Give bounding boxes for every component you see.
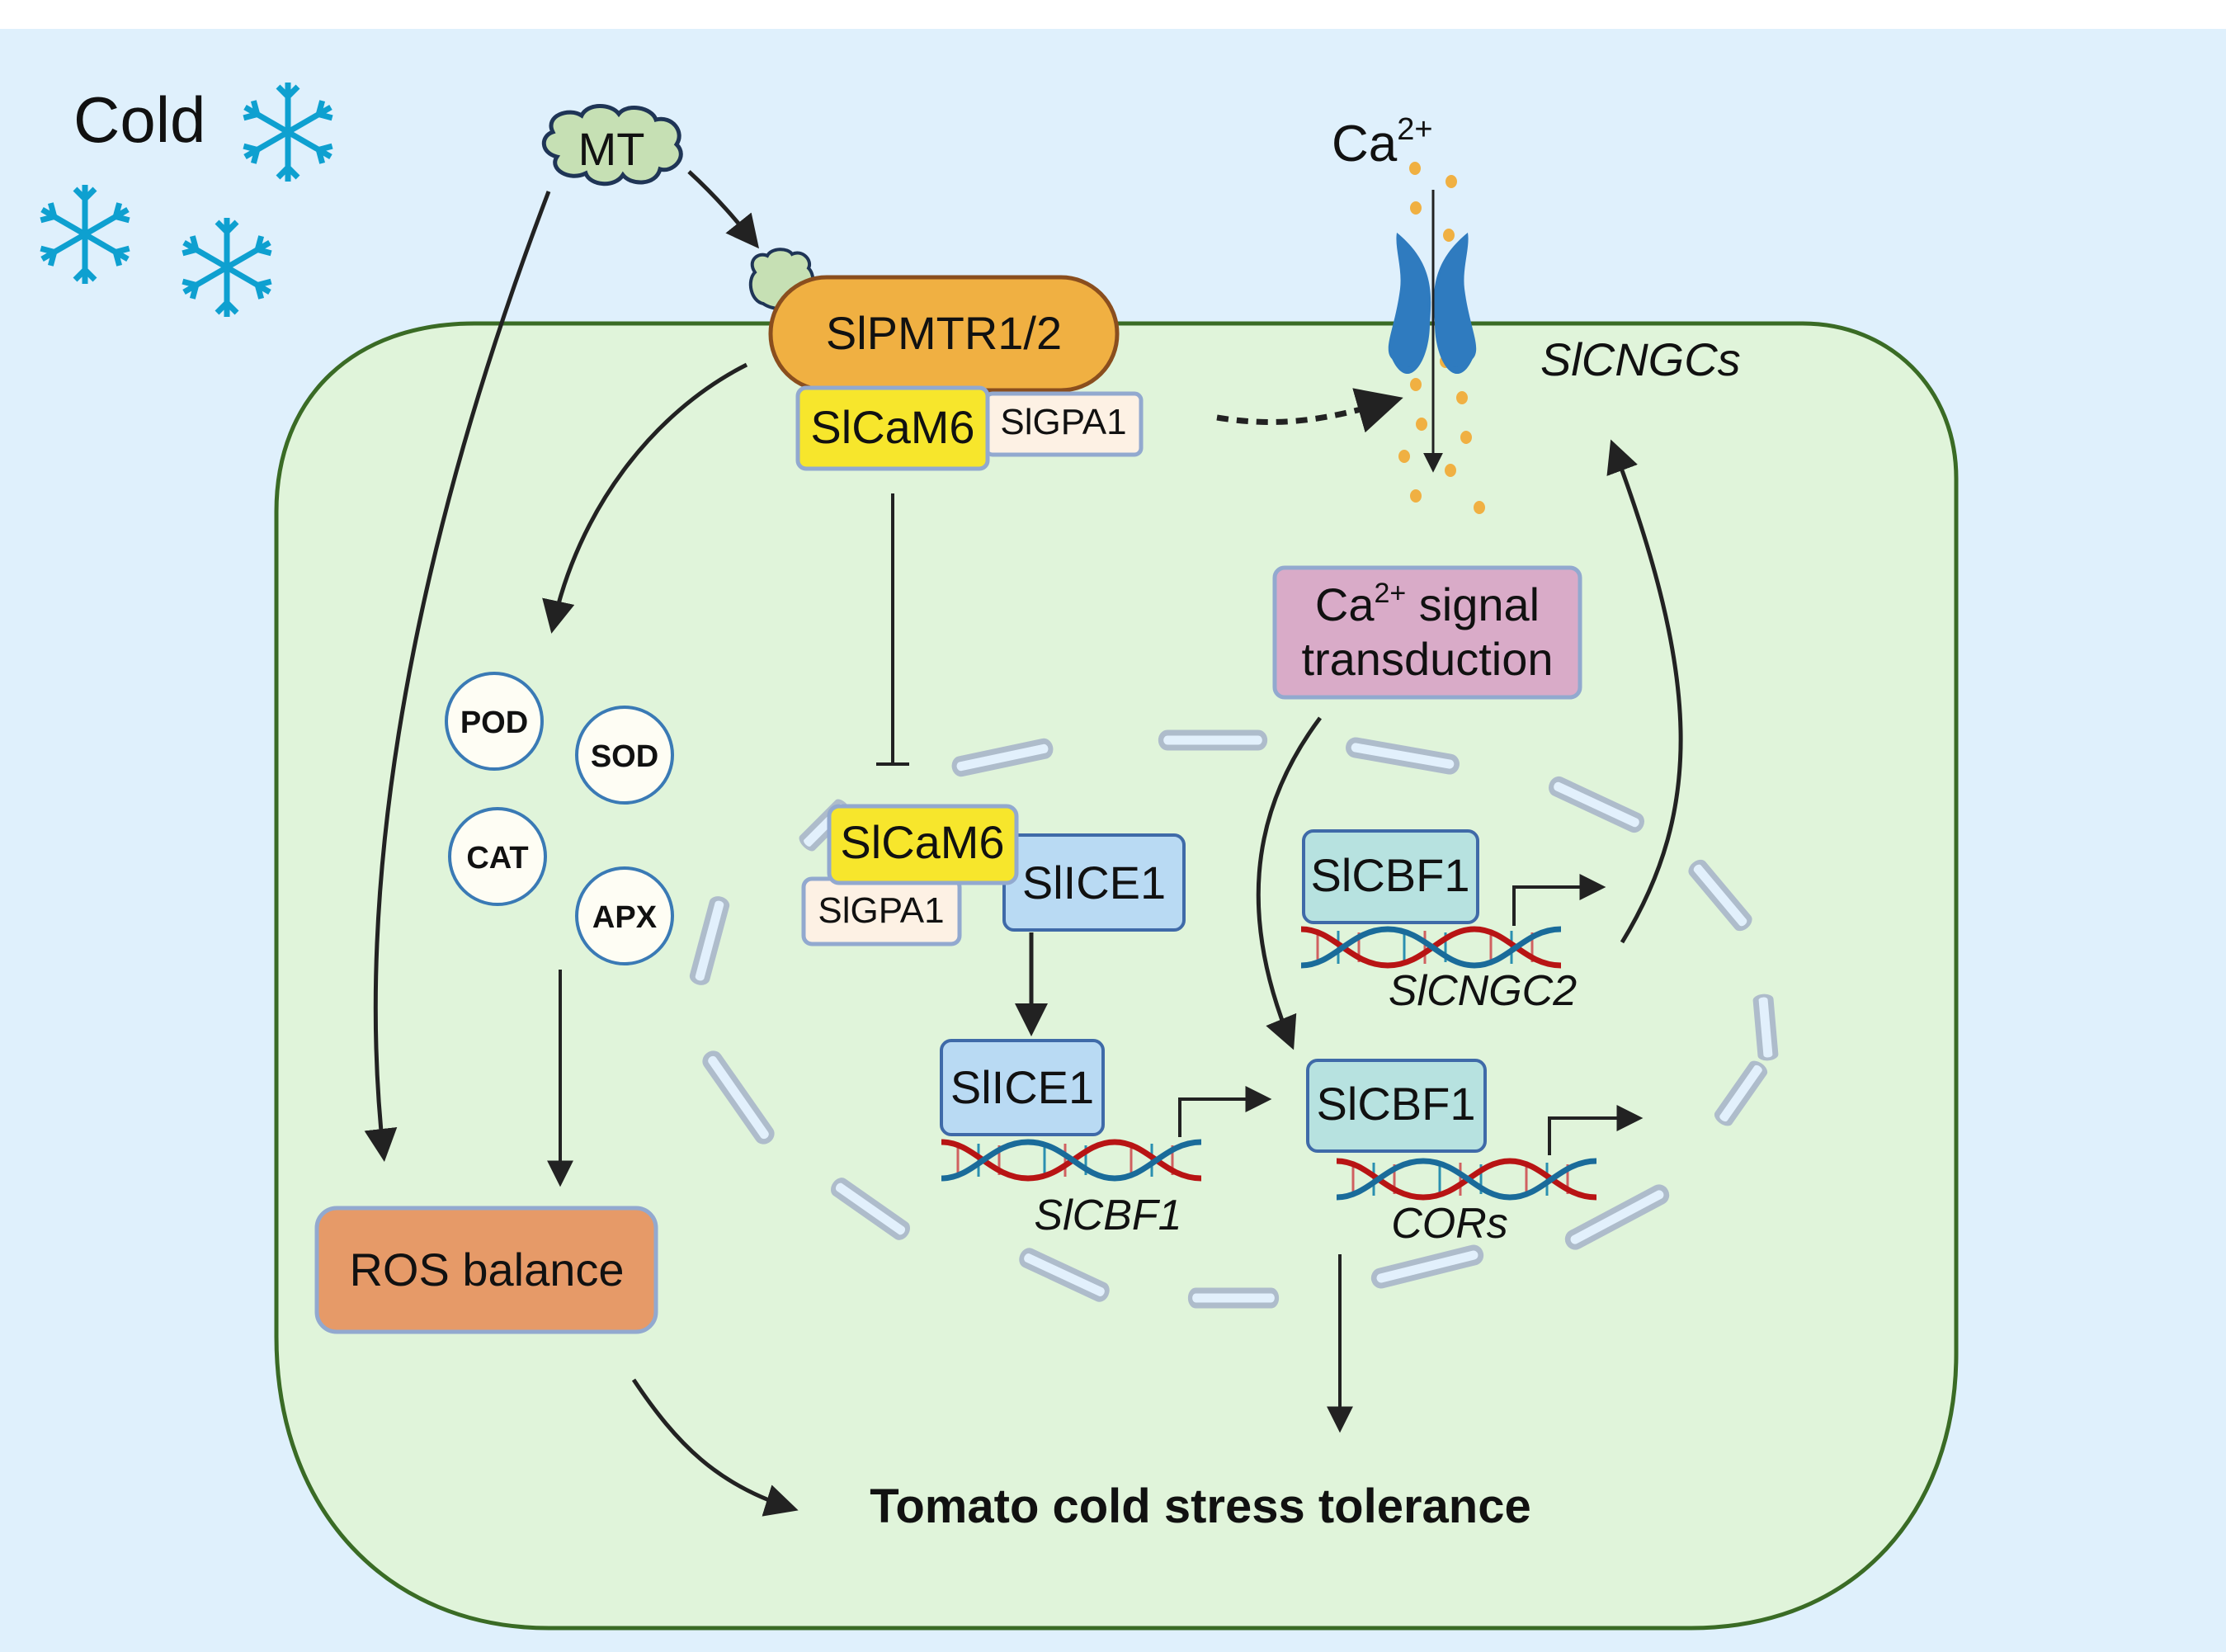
svg-text:SlCaM6: SlCaM6 <box>840 816 1004 868</box>
svg-text:SOD: SOD <box>591 739 658 774</box>
inhibition-line <box>876 493 909 766</box>
svg-text:APX: APX <box>592 900 658 935</box>
receptor-label: SlPMTR1/2 <box>826 307 1062 359</box>
nuclear-slice1: SlICE1 <box>1002 833 1186 932</box>
gene-cors-label: CORs <box>1391 1200 1508 1248</box>
gene-slcngc2-label: SlCNGC2 <box>1389 967 1577 1015</box>
slice1-on-dna: SlICE1 <box>940 1039 1105 1136</box>
membrane-slgpa1: SlGPA1 <box>983 391 1144 457</box>
channel-label: SlCNGCs <box>1540 333 1741 385</box>
arrow-ros-to-tolerance <box>631 1378 799 1517</box>
arrow-receptor-to-enzymes <box>542 362 748 634</box>
cngc-channel-icon <box>1388 233 1477 375</box>
svg-text:ROS balance: ROS balance <box>349 1244 624 1296</box>
nuclear-slcam6: SlCaM6 <box>827 804 1019 885</box>
calcium-label: Ca2+ <box>1332 112 1433 172</box>
svg-text:Ca2+ signal: Ca2+ signal <box>1315 578 1540 630</box>
arrow-ca-signal-to-cbf1 <box>1256 716 1323 1050</box>
arrow-mt-to-ros <box>364 191 551 1162</box>
membrane-cam-label: SlCaM6 <box>810 401 974 453</box>
melatonin-label: MT <box>578 123 645 175</box>
ca-signal-line2: transduction <box>1301 633 1553 685</box>
cbf1-lower: SlCBF1 <box>1306 1059 1487 1153</box>
membrane-slcam6: SlCaM6 <box>795 385 990 471</box>
transcription-arrow <box>1548 1105 1644 1155</box>
gene-slcbf1-label: SlCBF1 <box>1034 1192 1181 1239</box>
svg-text:CAT: CAT <box>466 841 528 876</box>
enzyme-sod: SOD <box>575 706 674 805</box>
receptor-slpmtr: SlPMTR1/2 <box>768 275 1120 393</box>
transcription-arrow <box>1512 874 1606 926</box>
ros-balance-box: ROS balance <box>314 1206 658 1334</box>
ca-signal-box: Ca2+ signal transduction <box>1272 565 1582 700</box>
enzyme-pod: POD <box>445 672 544 771</box>
svg-text:SlCBF1: SlCBF1 <box>1311 849 1470 901</box>
svg-text:SlGPA1: SlGPA1 <box>818 890 944 931</box>
svg-text:SlICE1: SlICE1 <box>950 1061 1094 1113</box>
svg-text:POD: POD <box>460 706 528 740</box>
membrane-gpa-label: SlGPA1 <box>1000 402 1126 442</box>
arrow-cngc2-to-channel <box>1606 439 1683 944</box>
svg-text:SlCBF1: SlCBF1 <box>1317 1078 1476 1130</box>
cold-label: Cold <box>73 83 205 156</box>
outcome-label: Tomato cold stress tolerance <box>870 1480 1531 1533</box>
dashed-arrow-to-channel <box>1216 388 1403 433</box>
top-white-band <box>0 0 2226 29</box>
transcription-arrow <box>1178 1086 1272 1137</box>
melatonin-cloud: MT <box>541 104 683 186</box>
enzyme-apx: APX <box>575 866 674 965</box>
arrow-mt-to-receptor <box>687 170 759 249</box>
plant-cell <box>274 321 1959 1631</box>
cbf1-upper: SlCBF1 <box>1302 829 1479 924</box>
enzyme-cat: CAT <box>448 807 547 906</box>
svg-text:SlICE1: SlICE1 <box>1022 857 1166 909</box>
nuclear-slgpa1: SlGPA1 <box>801 876 962 946</box>
